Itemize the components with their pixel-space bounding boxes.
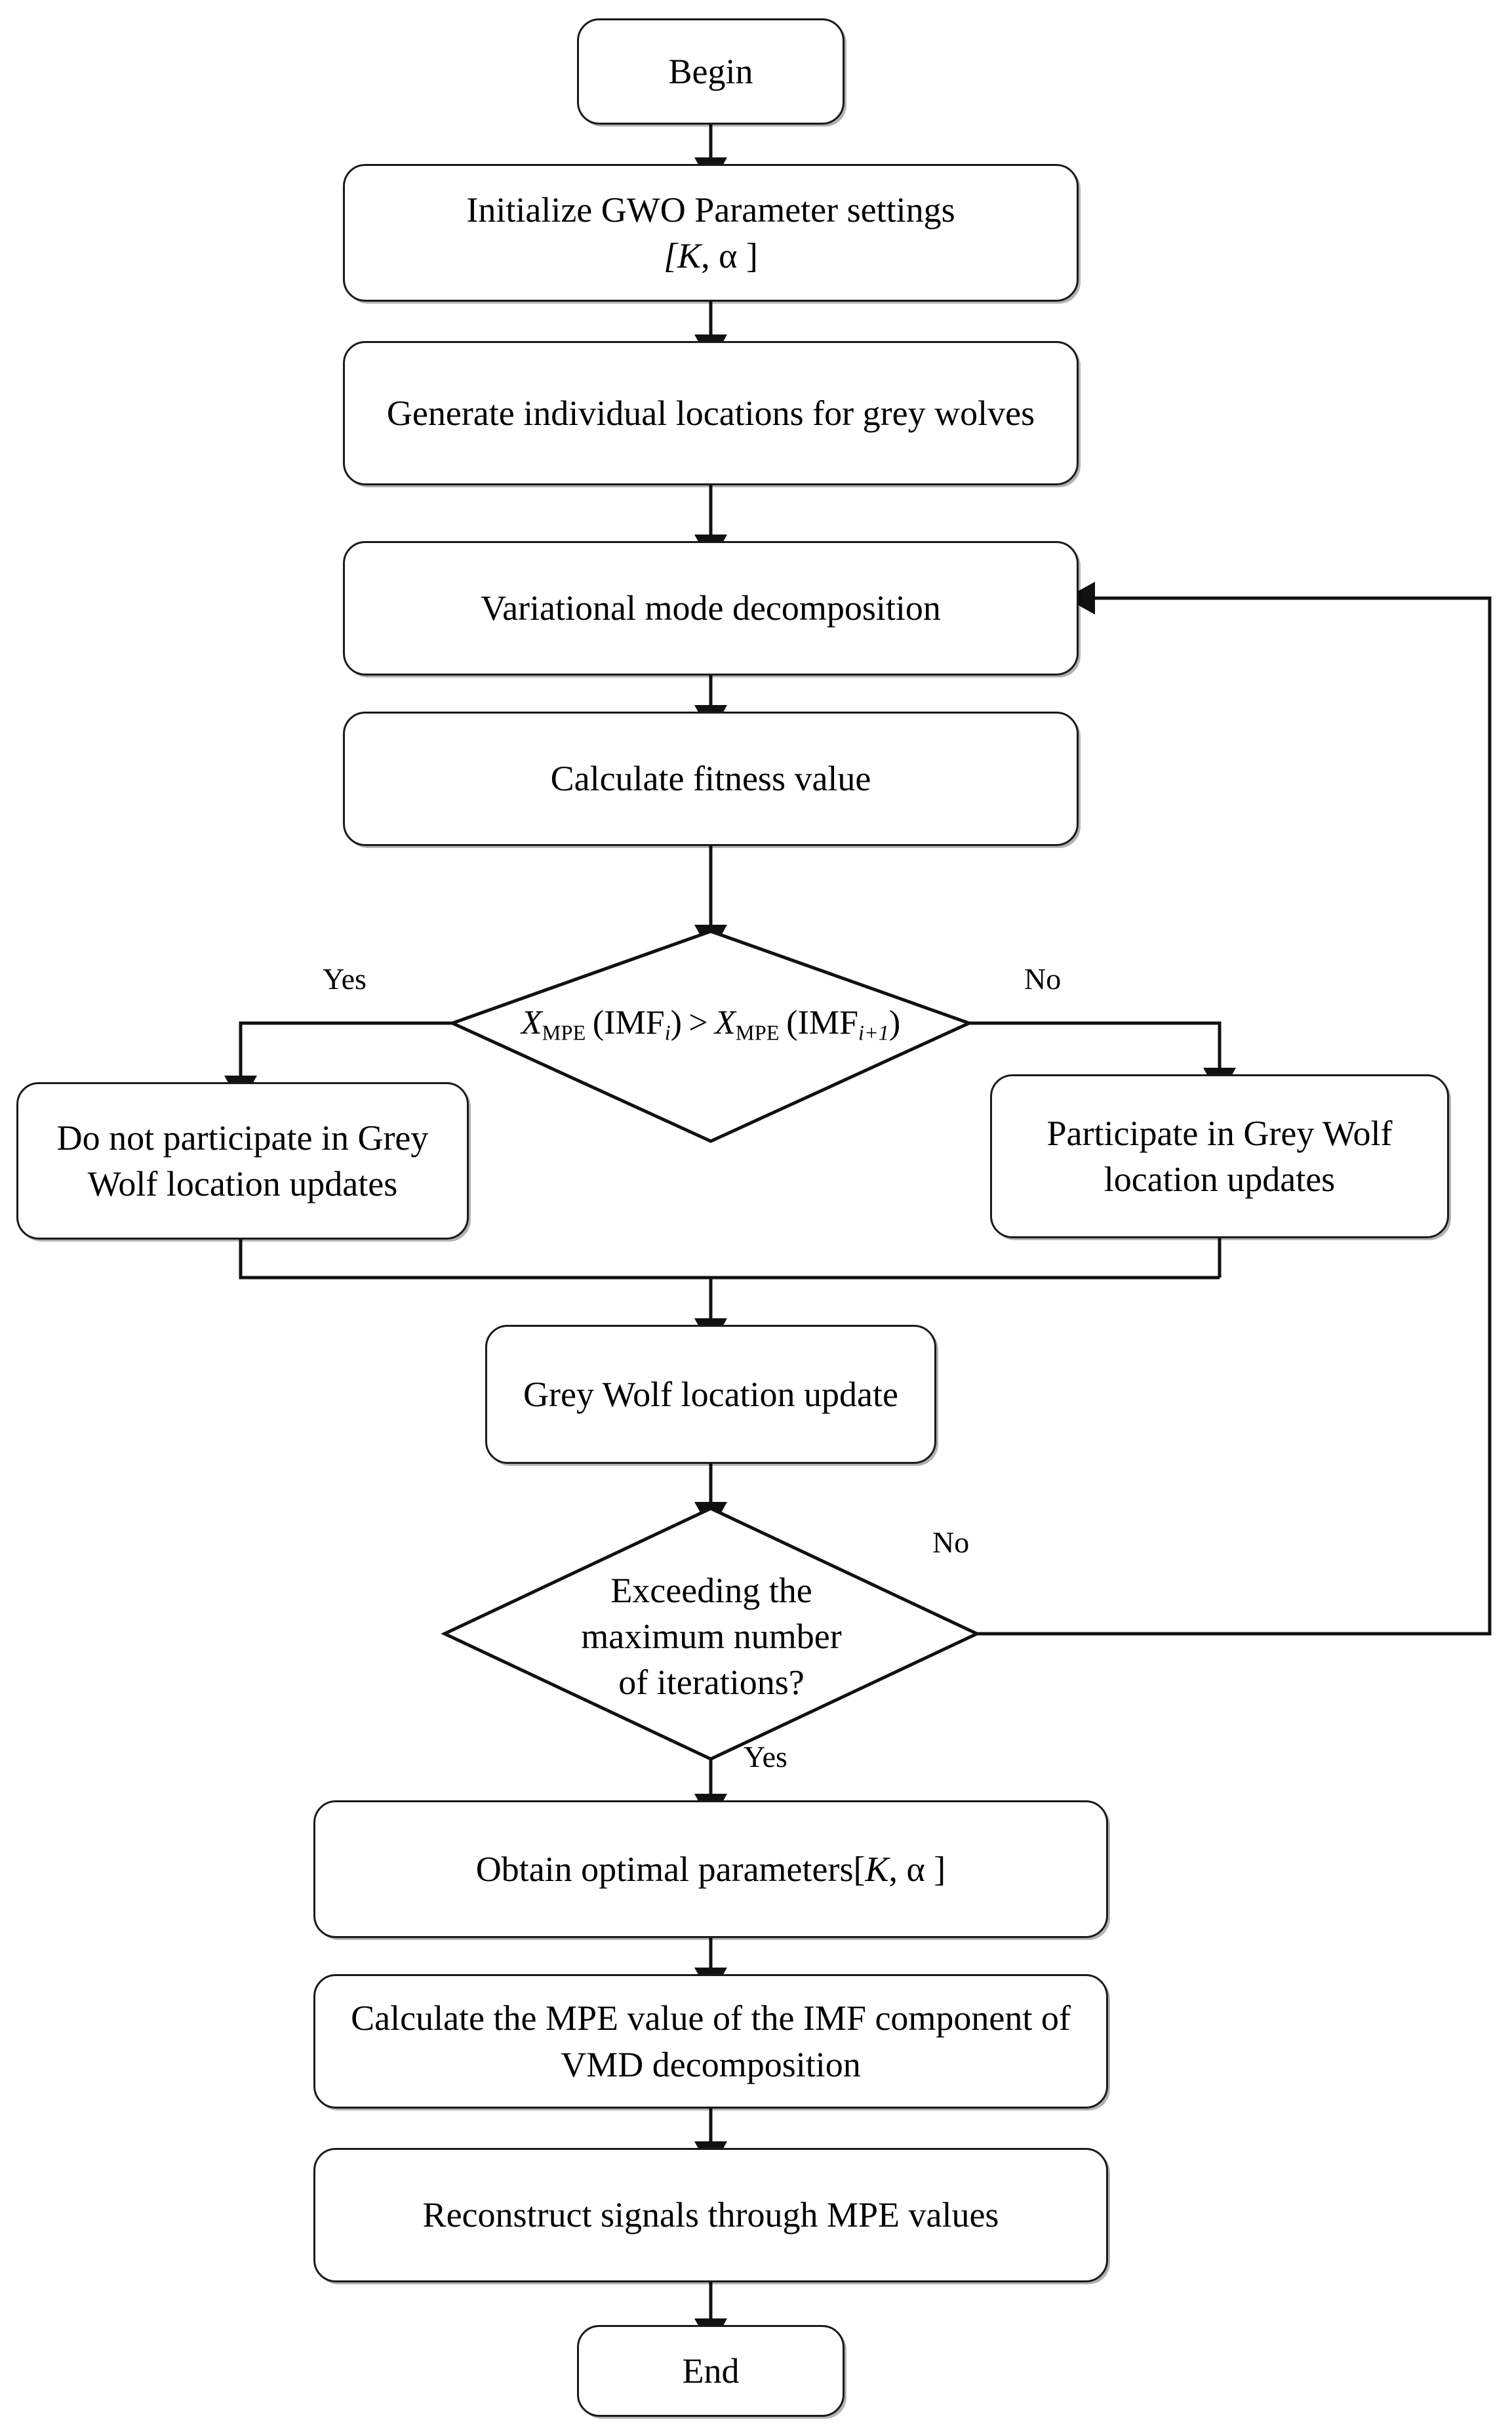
decision-mpe-yes-label: Yes [323, 962, 367, 996]
node-generate-locations[interactable]: Generate individual locations for grey w… [343, 341, 1079, 485]
node-wolf-location-update-label: Grey Wolf location update [523, 1374, 898, 1414]
decision-iterations-no-label: No [932, 1526, 970, 1559]
decision-mpe-formula-text: XMPE (IMFi) > XMPE (IMFi+1) [521, 1003, 901, 1045]
node-vmd-label: Variational mode decomposition [481, 588, 941, 628]
node-generate-locations-label: Generate individual locations for grey w… [386, 393, 1035, 433]
node-participate-label: Participate in Grey Wolf location update… [1046, 1113, 1393, 1199]
node-participate[interactable]: Participate in Grey Wolf location update… [990, 1074, 1449, 1238]
merge-lines [239, 1236, 1222, 1280]
decision-iterations-diamond [441, 1506, 981, 1761]
node-reconstruct-signals[interactable]: Reconstruct signals through MPE values [313, 2148, 1108, 2282]
decision-mpe-no-label: No [1024, 962, 1062, 996]
decision-iterations-text: Exceeding the maximum number of iteratio… [498, 1541, 925, 1731]
decision-iterations-line3: of iterations? [618, 1663, 805, 1703]
init-line1: Initialize GWO Parameter settings [466, 190, 955, 230]
node-calculate-fitness[interactable]: Calculate fitness value [343, 712, 1079, 846]
node-reconstruct-signals-label: Reconstruct signals through MPE values [422, 2195, 999, 2235]
node-variational-mode-decomposition[interactable]: Variational mode decomposition [343, 541, 1079, 676]
node-obtain-optimal-parameters[interactable]: Obtain optimal parameters[K, α ] [313, 1800, 1108, 1938]
node-wolf-location-update[interactable]: Grey Wolf location update [485, 1325, 936, 1464]
node-end[interactable]: End [577, 2325, 845, 2417]
node-begin-label: Begin [668, 51, 753, 91]
decision-iterations-line1: Exceeding the [610, 1570, 812, 1610]
decision-iterations-line2: maximum number [581, 1616, 842, 1656]
node-begin[interactable]: Begin [577, 18, 845, 125]
node-calculate-mpe-value[interactable]: Calculate the MPE value of the IMF compo… [313, 1974, 1108, 2109]
node-initialize-parameters-label: Initialize GWO Parameter settings [K, α … [456, 187, 965, 279]
node-calculate-fitness-label: Calculate fitness value [550, 759, 871, 799]
node-do-not-participate[interactable]: Do not participate in Grey Wolf location… [16, 1082, 469, 1240]
arrow-group [224, 125, 1492, 2348]
decision-mpe-diamond [448, 929, 974, 1143]
init-line2: [K, α ] [664, 236, 758, 275]
decision-iterations-yes-label: Yes [744, 1740, 787, 1773]
decision-mpe-formula: XMPE (IMFi) > XMPE (IMFi+1) [459, 994, 963, 1054]
node-end-label: End [682, 2351, 740, 2391]
node-initialize-parameters[interactable]: Initialize GWO Parameter settings [K, α … [343, 164, 1079, 302]
node-obtain-optimal-parameters-label: Obtain optimal parameters[K, α ] [475, 1849, 946, 1889]
node-do-not-participate-label: Do not participate in Grey Wolf location… [56, 1118, 429, 1203]
node-calculate-mpe-value-label: Calculate the MPE value of the IMF compo… [351, 1998, 1071, 2084]
